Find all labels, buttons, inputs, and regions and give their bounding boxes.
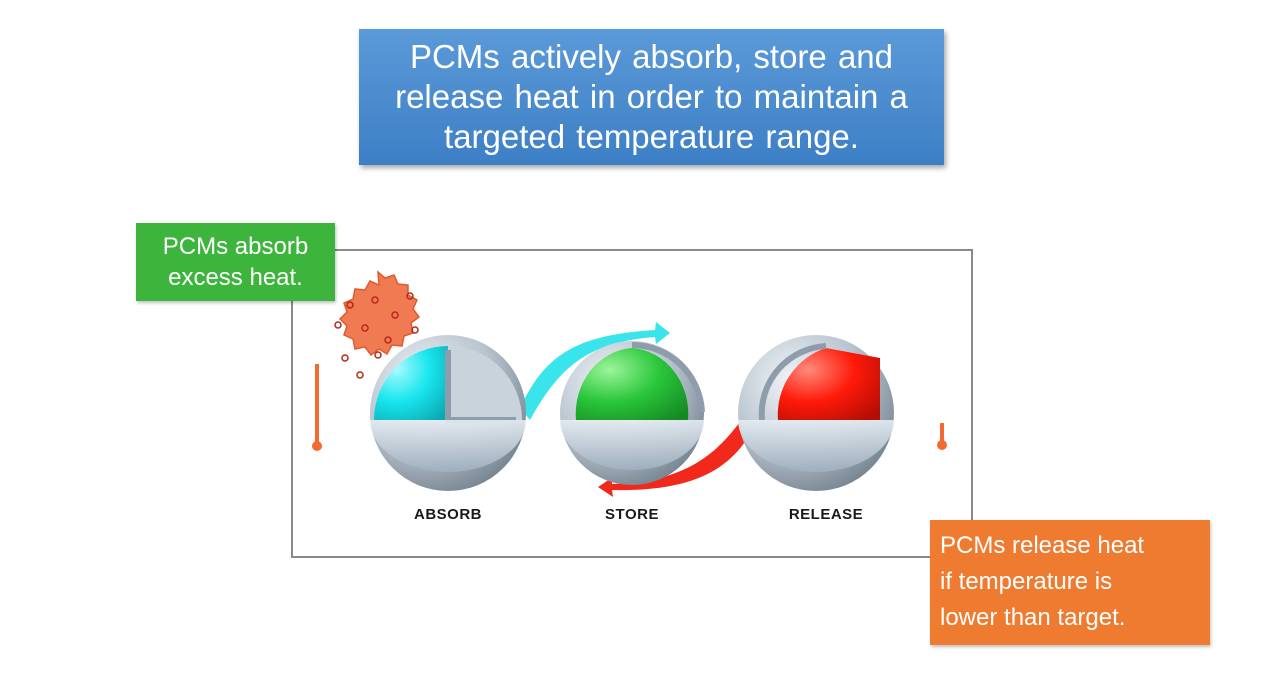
absorb-sphere (370, 335, 526, 491)
store-sphere (560, 341, 705, 485)
stage-label-store: STORE (605, 506, 659, 523)
headline-text: PCMs actively absorb, store and release … (395, 38, 908, 155)
stage-label-release: RELEASE (788, 506, 864, 523)
release-callout-text: PCMs release heat if temperature is lowe… (940, 532, 1145, 631)
thermometer-icon (937, 423, 947, 450)
stage-label-absorb: ABSORB (413, 506, 482, 523)
absorb-callout: PCMs absorb excess heat. (136, 223, 335, 301)
thermometer-icon (312, 364, 322, 451)
absorb-to-store-arrow (520, 322, 670, 420)
release-callout: PCMs release heat if temperature is lowe… (930, 520, 1210, 645)
absorb-callout-text: PCMs absorb excess heat. (162, 233, 309, 291)
release-sphere (738, 335, 894, 491)
headline-banner: PCMs actively absorb, store and release … (359, 29, 944, 165)
heat-blob-icon (334, 270, 421, 379)
